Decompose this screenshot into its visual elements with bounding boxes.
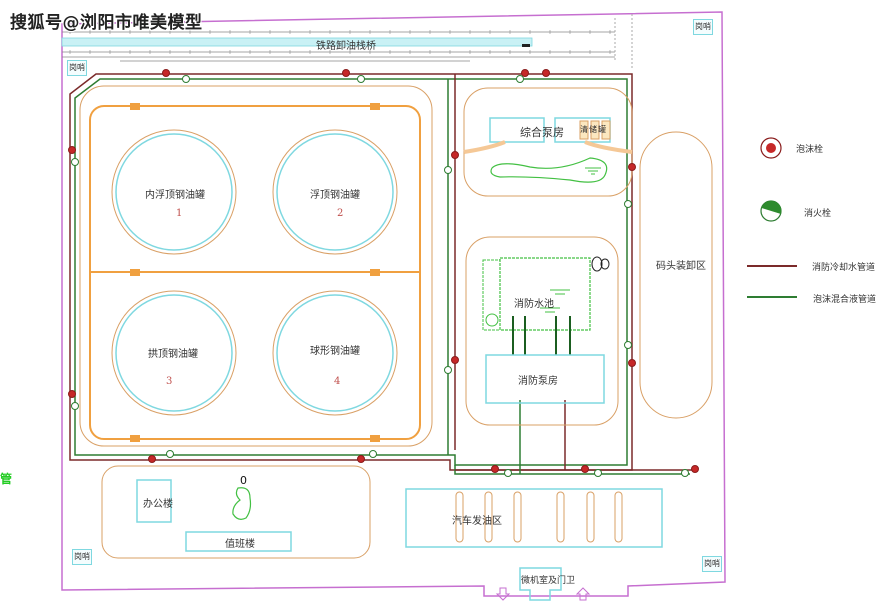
rail-tracks <box>62 31 615 62</box>
truck-area-label: 汽车发油区 <box>452 516 502 527</box>
pond-mark: 0 <box>240 474 247 487</box>
dock-area-label: 码头装卸区 <box>656 261 706 272</box>
fire-hydrants <box>71 75 689 477</box>
fire-pump-house-label: 消防泵房 <box>518 376 558 387</box>
sentry-ne: 岗哨 <box>693 19 713 35</box>
fire-pool-label: 消防水池 <box>514 299 554 310</box>
rail-trestle-label: 铁路卸油栈桥 <box>316 41 376 52</box>
tank-road <box>79 85 433 447</box>
sentry-se: 岗哨 <box>702 556 722 572</box>
tank-1-label: 内浮顶钢油罐 <box>145 190 205 201</box>
sentry-sw: 岗哨 <box>72 549 92 565</box>
legend-foam-pipe: 泡沫混合液管道 <box>813 295 876 305</box>
tanks <box>111 129 398 416</box>
legend-fire-hydrant: 消火栓 <box>804 209 832 219</box>
watermark: 搜狐号@浏阳市唯美模型 <box>10 13 203 33</box>
tank-3-number: 3 <box>166 376 173 387</box>
combined-pump-house-label: 综合泵房 <box>520 126 564 139</box>
legend-symbols <box>747 137 797 298</box>
tank-4-number: 4 <box>334 376 341 387</box>
tank-1-number: 1 <box>176 208 183 219</box>
tank-2-label: 浮顶钢油罐 <box>310 190 360 201</box>
sentry-nw: 岗哨 <box>67 60 87 76</box>
small-tanks-label: 清储罐 <box>580 125 607 134</box>
tank-3-label: 拱顶钢油罐 <box>148 349 198 360</box>
duty-building-label: 值班楼 <box>225 539 255 550</box>
office-label: 办公楼 <box>143 499 173 510</box>
legend-cooling-pipe: 消防冷却水管道 <box>812 263 876 273</box>
foam-hydrants <box>68 69 699 473</box>
legend-foam-hydrant: 泡沫栓 <box>796 145 824 155</box>
gate-label: 微机室及门卫 <box>521 576 576 586</box>
tank-2-number: 2 <box>337 208 344 219</box>
rail-trestle <box>61 37 533 47</box>
site-boundary <box>61 11 726 597</box>
edge-text-fragment: 管 <box>0 472 13 486</box>
pipe-network <box>69 73 695 475</box>
tank-4-label: 球形钢油罐 <box>310 346 360 357</box>
